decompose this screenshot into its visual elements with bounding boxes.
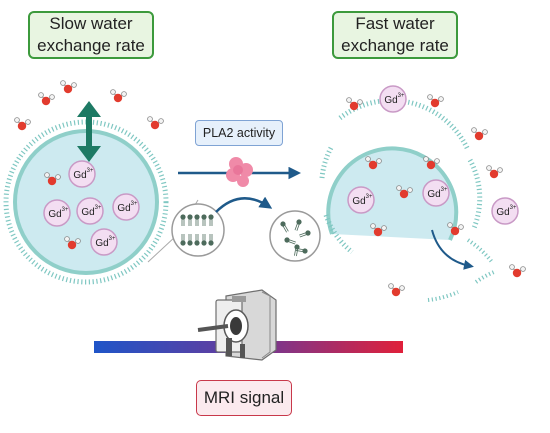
- water-molecule-icon: [388, 283, 405, 297]
- fast-exchange-line-2: exchange rate: [341, 36, 449, 55]
- fast-exchange-label: Fast water exchange rate: [332, 11, 458, 59]
- lipid-bilayer-zoom: [147, 199, 225, 263]
- water-molecule-icon: [346, 96, 363, 111]
- svg-text:Gd: Gd: [427, 189, 440, 200]
- svg-text:Gd: Gd: [496, 207, 509, 218]
- svg-text:3+: 3+: [95, 205, 102, 211]
- gd-ion-icon: Gd 3+: [422, 179, 450, 207]
- pla2-enzyme-icon: [226, 157, 253, 187]
- slow-exchange-line-1: Slow water: [49, 14, 133, 33]
- gd-ion-icon: Gd 3+: [68, 160, 96, 188]
- svg-text:3+: 3+: [109, 236, 116, 242]
- svg-text:Gd: Gd: [73, 170, 86, 181]
- slow-exchange-label: Slow water exchange rate: [28, 11, 154, 59]
- water-molecule-icon: [471, 126, 488, 141]
- gd-ion-icon: Gd 3+: [491, 197, 519, 225]
- water-molecule-icon: [486, 165, 503, 179]
- svg-text:Gd: Gd: [117, 203, 130, 214]
- water-molecule-icon: [37, 91, 56, 106]
- svg-text:3+: 3+: [62, 207, 69, 213]
- water-molecule-icon: [14, 116, 31, 131]
- disrupted-liposome: [319, 97, 495, 302]
- exchange-double-arrow: [77, 101, 101, 162]
- fragments-zoom: [269, 210, 321, 262]
- water-molecule-icon: [147, 115, 164, 130]
- svg-text:Gd: Gd: [81, 207, 94, 218]
- outflow-arrow: [431, 229, 474, 270]
- svg-text:3+: 3+: [510, 205, 517, 211]
- gd-ion-icon: Gd 3+: [90, 228, 118, 256]
- fast-exchange-line-1: Fast water: [355, 14, 435, 33]
- gd-ion-icon: Gd 3+: [43, 199, 71, 227]
- gd-ion-icon: Gd 3+: [112, 193, 140, 221]
- svg-text:3+: 3+: [131, 201, 138, 207]
- water-molecule-icon: [509, 264, 527, 278]
- hydrolysis-arrow: [215, 196, 273, 213]
- mri-scanner-icon: [197, 289, 277, 361]
- mri-signal-label: MRI signal: [196, 380, 292, 416]
- slow-exchange-line-2: exchange rate: [37, 36, 145, 55]
- gd-ion-icon: Gd 3+: [379, 85, 407, 113]
- svg-text:3+: 3+: [87, 168, 94, 174]
- svg-text:Gd: Gd: [95, 238, 108, 249]
- water-molecule-icon: [109, 88, 128, 103]
- pla2-activity-label: PLA2 activity: [195, 120, 283, 146]
- svg-text:3+: 3+: [366, 194, 373, 200]
- svg-text:Gd: Gd: [352, 196, 365, 207]
- svg-text:3+: 3+: [441, 187, 448, 193]
- gd-ion-icon: Gd 3+: [76, 197, 104, 225]
- svg-text:Gd: Gd: [384, 95, 397, 106]
- water-molecule-icon: [427, 93, 444, 108]
- svg-text:3+: 3+: [398, 93, 405, 99]
- svg-text:Gd: Gd: [48, 209, 61, 220]
- water-molecule-icon: [59, 79, 78, 94]
- gd-ion-icon: Gd 3+: [347, 186, 375, 214]
